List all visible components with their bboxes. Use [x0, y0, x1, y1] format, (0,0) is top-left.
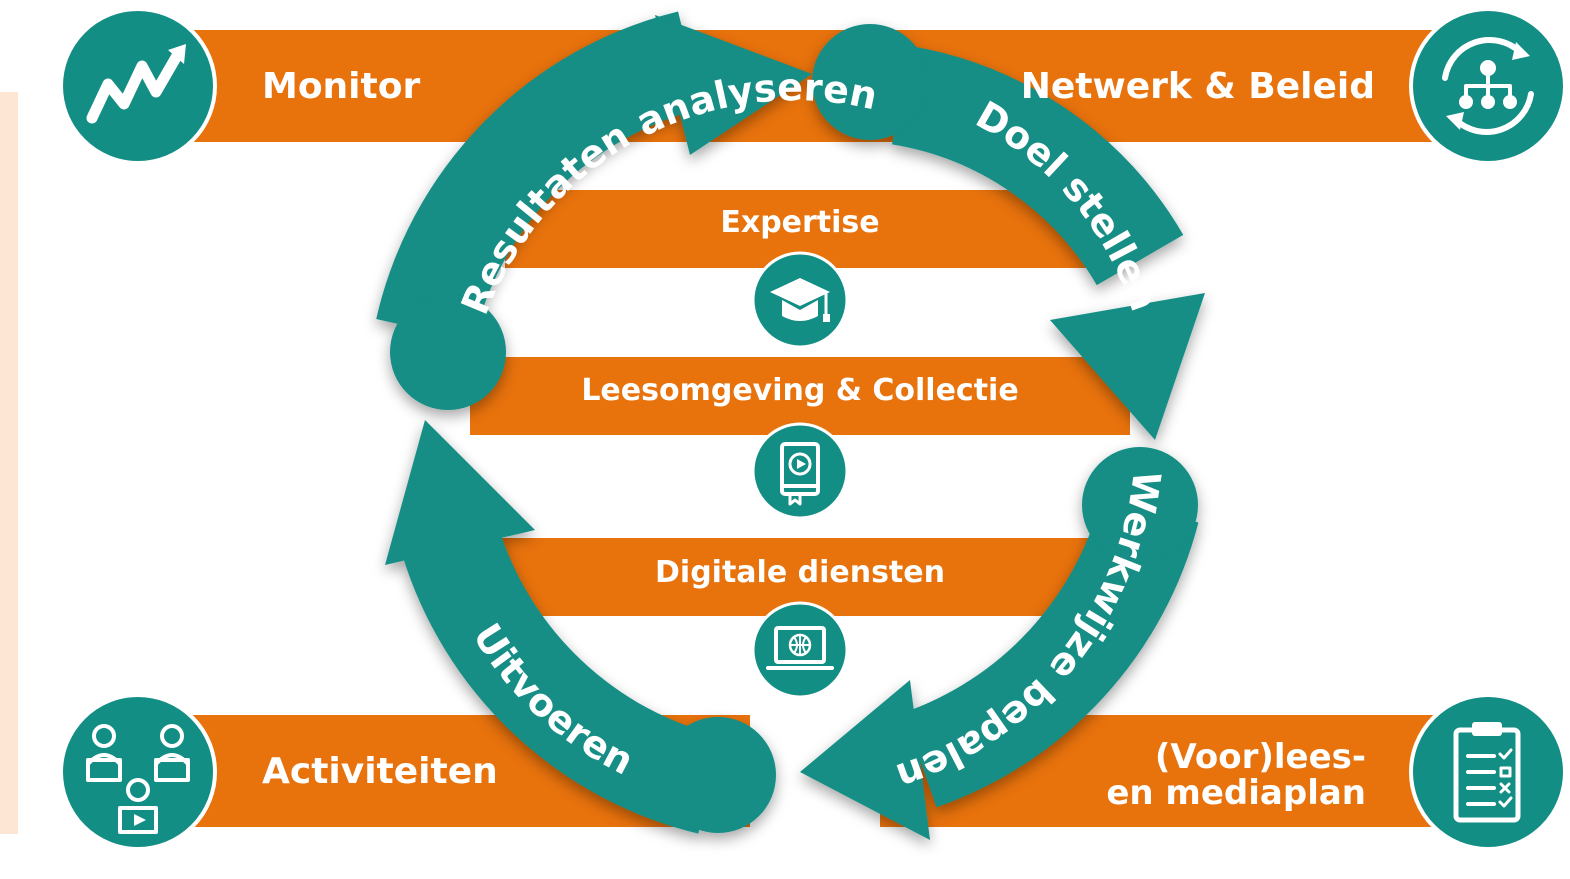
label-leesomgeving: Leesomgeving & Collectie: [581, 373, 1018, 408]
band-leesomgeving: [470, 357, 1130, 435]
side-panel: [0, 92, 18, 834]
clipboard-checklist-icon: [1409, 693, 1567, 851]
label-activiteiten: Activiteiten: [262, 751, 498, 792]
label-digitale-diensten: Digitale diensten: [655, 555, 945, 590]
laptop-globe-icon: [751, 601, 849, 699]
label-expertise: Expertise: [720, 205, 879, 240]
network-cycle-icon: [1409, 7, 1567, 165]
cycle-ring: [376, 11, 1205, 840]
label-mediaplan-line1: (Voor)lees-: [1155, 737, 1366, 777]
people-reading-icon: [59, 693, 217, 851]
book-play-icon: [751, 422, 849, 520]
label-netwerk-beleid: Netwerk & Beleid: [1021, 66, 1375, 107]
label-mediaplan-line2: en mediaplan: [1106, 773, 1366, 813]
trend-arrows-icon: [59, 7, 217, 165]
graduation-cap-icon: [751, 251, 849, 349]
label-monitor: Monitor: [262, 66, 420, 107]
